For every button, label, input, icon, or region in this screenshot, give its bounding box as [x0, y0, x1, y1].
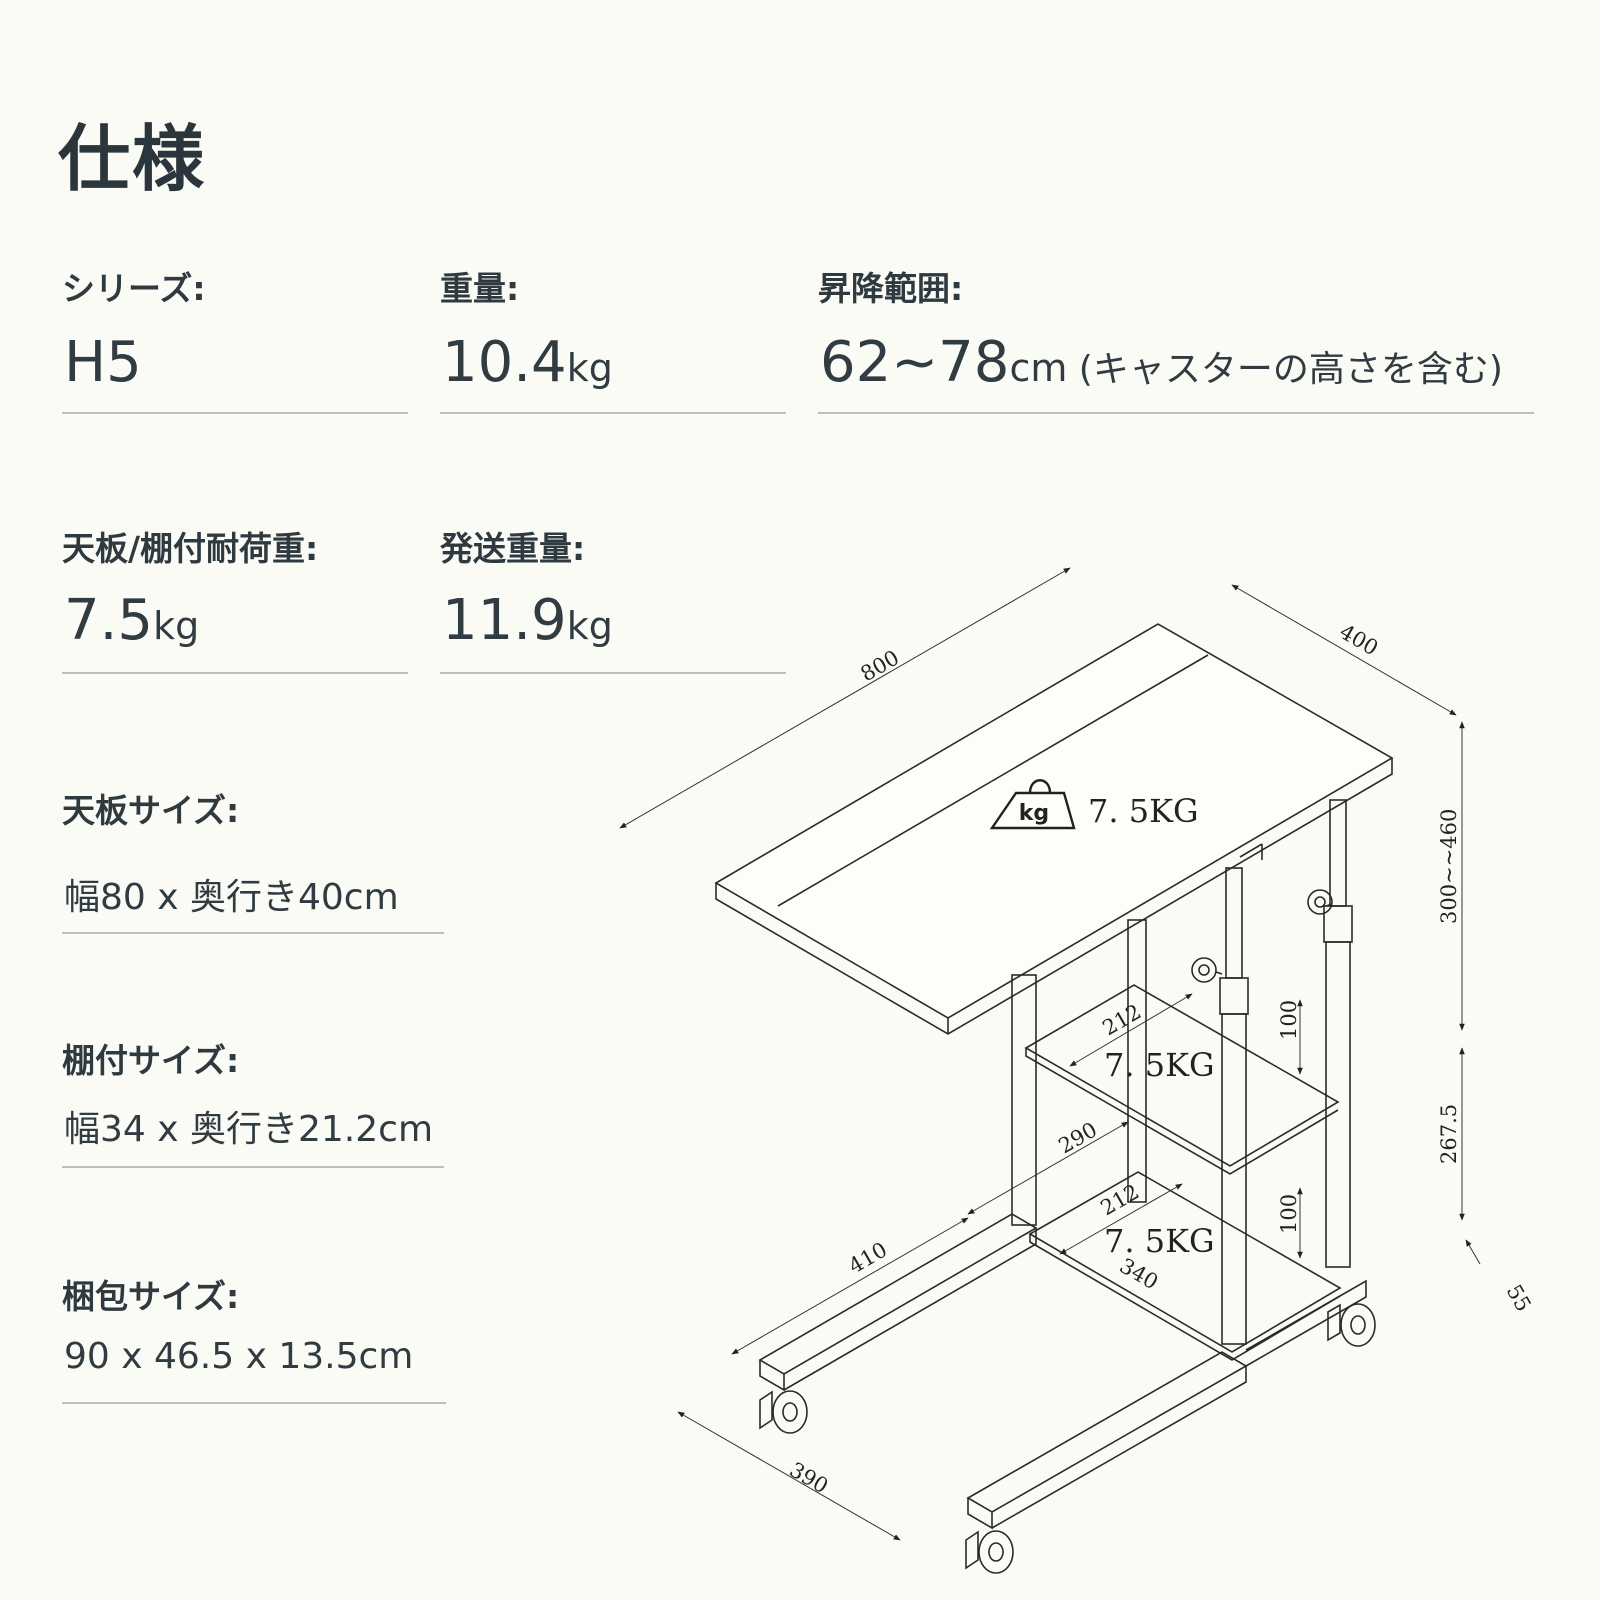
spec-weight-value: 10.4kg: [442, 330, 613, 395]
divider: [62, 412, 408, 414]
dim-shelf-gap-lower: 100: [1277, 1194, 1301, 1234]
spec-load-number: 7.5: [64, 588, 154, 653]
spec-package-size-label: 梱包サイズ:: [62, 1277, 240, 1316]
dim-width: 800: [857, 645, 904, 686]
dim-shelf-depth-upper: 212: [1099, 999, 1146, 1040]
divider: [62, 1402, 446, 1404]
dim-height: 300~~460: [1437, 809, 1461, 924]
spec-series-value: H5: [64, 330, 142, 395]
spec-weight: 重量: 10.4kg: [440, 262, 786, 416]
divider: [62, 1166, 444, 1168]
load-label-shelf-upper: 7. 5KG: [1104, 1046, 1215, 1084]
dim-shelf-gap-upper: 100: [1277, 1000, 1301, 1040]
load-label-shelf-lower: 7. 5KG: [1104, 1222, 1215, 1260]
dim-inner-290: 290: [1055, 1117, 1102, 1158]
spec-load-label: 天板/棚付耐荷重:: [62, 529, 319, 568]
spec-top-size-value: 幅80 x 奥行き40cm: [64, 877, 399, 918]
spec-load-unit: kg: [153, 604, 200, 648]
spec-series-label: シリーズ:: [62, 269, 206, 308]
spec-ship-weight: 発送重量: 11.9kg: [440, 522, 786, 676]
spec-weight-label: 重量:: [440, 269, 520, 308]
dim-depth: 400: [1336, 620, 1383, 661]
spec-package-size-value: 90 x 46.5 x 13.5cm: [64, 1336, 414, 1377]
page-title: 仕様: [58, 117, 207, 201]
divider: [818, 412, 1534, 414]
spec-ship-weight-unit: kg: [566, 604, 613, 648]
spec-ship-weight-label: 発送重量:: [440, 529, 586, 568]
divider: [62, 932, 444, 934]
dim-base-410: 410: [845, 1237, 892, 1278]
spec-series: シリーズ: H5: [62, 262, 408, 416]
divider: [440, 412, 786, 414]
spec-lift-range-unit: cm: [1009, 346, 1068, 390]
spec-shelf-size-value: 幅34 x 奥行き21.2cm: [64, 1109, 434, 1150]
spec-series-number: H5: [64, 330, 142, 395]
spec-ship-weight-value: 11.9kg: [442, 588, 613, 653]
spec-shelf-size: 棚付サイズ: 幅34 x 奥行き21.2cm: [62, 1034, 444, 1170]
divider: [440, 672, 786, 674]
spec-load-value: 7.5kg: [64, 588, 199, 653]
table-frame: [714, 623, 1394, 1574]
spec-lift-range: 昇降範囲: 62~78cm (キャスターの高さを含む): [818, 262, 1534, 416]
load-label-top: 7. 5KG: [1088, 792, 1199, 830]
spec-weight-number: 10.4: [442, 330, 567, 395]
spec-lift-range-label: 昇降範囲:: [818, 269, 964, 308]
dim-base-390: 390: [786, 1458, 833, 1499]
dimension-lines: [619, 567, 1481, 1541]
spec-top-size: 天板サイズ: 幅80 x 奥行き40cm: [62, 784, 444, 934]
spec-shelf-size-label: 棚付サイズ:: [62, 1041, 240, 1080]
kg-icon-text: kg: [1019, 801, 1049, 826]
dim-caster-55: 55: [1502, 1281, 1536, 1316]
spec-lift-range-note: (キャスターの高さを含む): [1067, 349, 1503, 390]
spec-lift-range-value: 62~78cm (キャスターの高さを含む): [820, 330, 1503, 395]
dim-shelf-depth-lower: 212: [1097, 1179, 1144, 1220]
spec-load: 天板/棚付耐荷重: 7.5kg: [62, 522, 408, 676]
spec-lift-range-number: 62~78: [820, 330, 1010, 395]
kg-weight-icon: [989, 779, 1076, 830]
dim-height-267: 267.5: [1437, 1104, 1461, 1164]
spec-weight-unit: kg: [566, 346, 613, 390]
spec-package-size: 梱包サイズ: 90 x 46.5 x 13.5cm: [62, 1270, 446, 1406]
divider: [62, 672, 408, 674]
spec-ship-weight-number: 11.9: [442, 588, 567, 653]
spec-top-size-label: 天板サイズ:: [62, 791, 240, 830]
